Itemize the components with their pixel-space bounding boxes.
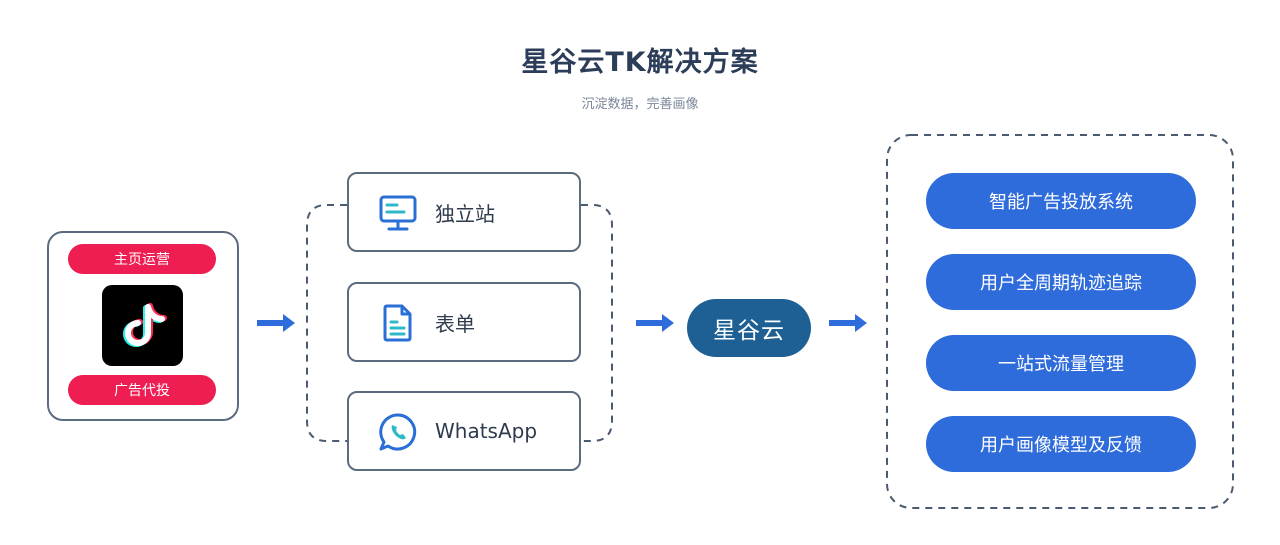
channel-card-form[interactable]: 表单: [347, 282, 581, 362]
channel-label-whatsapp: WhatsApp: [435, 419, 538, 443]
whatsapp-icon: [379, 413, 417, 451]
channel-card-website[interactable]: 独立站: [347, 172, 581, 252]
tiktok-logo-icon: [102, 285, 183, 366]
channel-label-form: 表单: [435, 311, 475, 336]
document-icon: [383, 304, 412, 342]
feature-smart-ad-system[interactable]: 智能广告投放系统: [926, 173, 1196, 229]
ad-placement-badge: 广告代投: [68, 375, 216, 405]
feature-user-lifecycle-tracking[interactable]: 用户全周期轨迹追踪: [926, 254, 1196, 310]
monitor-icon: [379, 195, 417, 231]
arrow-right-icon: [829, 314, 867, 332]
channel-card-whatsapp[interactable]: WhatsApp: [347, 391, 581, 471]
feature-user-profile-model[interactable]: 用户画像模型及反馈: [926, 416, 1196, 472]
arrow-right-icon: [257, 314, 295, 332]
channel-group-outline: [306, 204, 613, 442]
channel-label-website: 独立站: [435, 201, 495, 226]
hub-xinggu-cloud[interactable]: 星谷云: [687, 299, 811, 357]
homepage-operation-badge: 主页运营: [68, 244, 216, 274]
page-subtitle: 沉淀数据，完善画像: [581, 97, 699, 112]
feature-traffic-management[interactable]: 一站式流量管理: [926, 335, 1196, 391]
page-title: 星谷云TK解决方案: [521, 47, 759, 78]
feature-group-outline: [886, 134, 1234, 509]
arrow-right-icon: [636, 314, 674, 332]
